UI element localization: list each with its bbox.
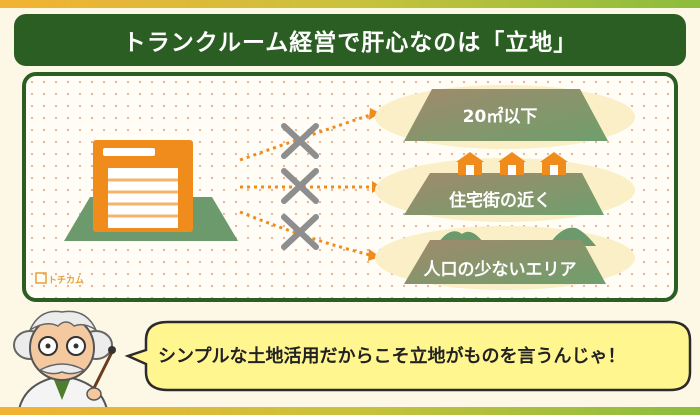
cross-icon-1 — [281, 123, 319, 159]
speech-bubble — [124, 320, 692, 392]
house-icon — [498, 152, 526, 175]
condition-label-population: 人口の少ないエリア — [423, 260, 577, 280]
condition-label-residential: 住宅街の近く — [449, 191, 551, 211]
speech-text: シンプルな土地活用だからこそ立地がものを言うんじゃ！ — [158, 346, 626, 367]
trunk-room-icon — [64, 140, 238, 241]
cross-icon-3 — [281, 214, 319, 250]
house-icon — [540, 152, 568, 175]
house-icons — [456, 152, 568, 175]
bottom-stripe — [0, 407, 700, 415]
brand-logo-text: トチカム — [48, 276, 85, 286]
title-banner: トランクルーム経営で肝心なのは「立地」 — [14, 14, 686, 66]
condition-1 — [375, 85, 635, 149]
house-icon — [456, 152, 484, 175]
professor-character — [13, 310, 116, 415]
cross-icon-2 — [281, 168, 319, 204]
condition-3 — [375, 226, 635, 290]
brand-logo-icon — [35, 272, 47, 284]
top-stripe — [0, 0, 700, 8]
page-title: トランクルーム経営で肝心なのは「立地」 — [122, 30, 578, 56]
condition-2 — [375, 152, 635, 222]
condition-label-area: 20㎡以下 — [462, 107, 538, 127]
arrowhead-top — [369, 108, 380, 120]
